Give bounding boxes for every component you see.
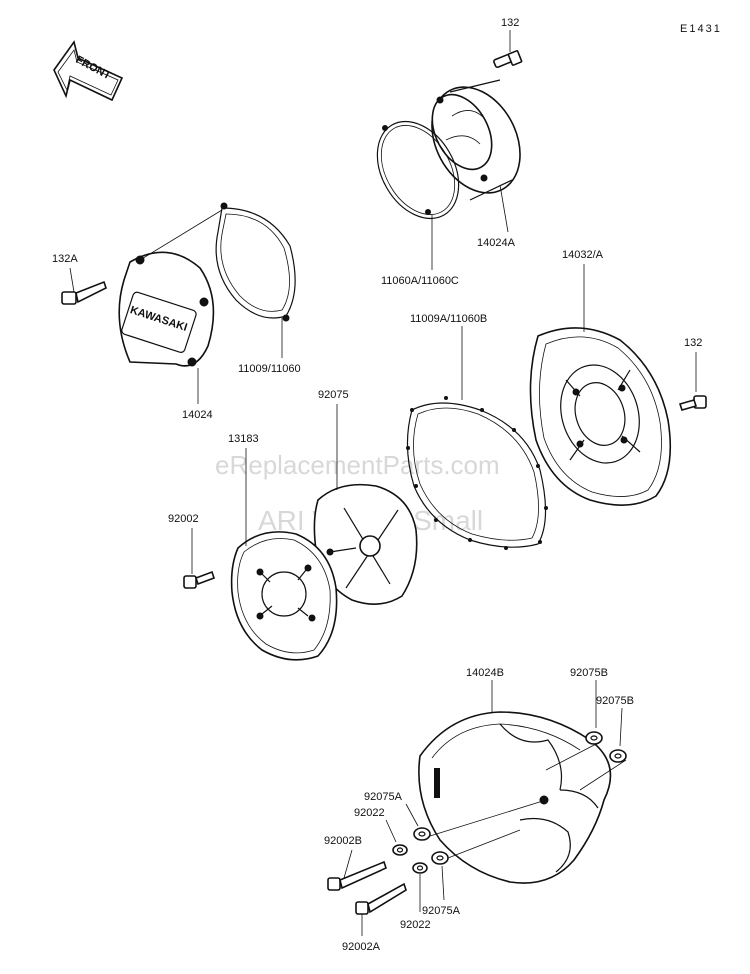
label-132-top: 132	[501, 17, 519, 29]
label-92075a-1: 92075A	[364, 791, 403, 803]
bolt-132a	[61, 280, 107, 305]
bolt-92002a	[355, 882, 407, 915]
label-92022-1: 92022	[354, 807, 385, 819]
label-11009: 11009/11060	[238, 363, 301, 375]
label-132a: 132A	[52, 253, 78, 265]
label-13183: 13183	[228, 433, 259, 445]
cover-14024: KAWASAKI	[118, 251, 215, 367]
label-92002: 92002	[168, 513, 199, 525]
label-92075b-1: 92075B	[570, 667, 608, 679]
label-92002a: 92002A	[342, 941, 381, 953]
cover-14032	[529, 327, 672, 506]
label-14024b: 14024B	[466, 667, 504, 679]
washer-92075b-2	[609, 749, 627, 763]
washer-92022-1	[392, 844, 408, 856]
diagram-code: E1431	[680, 23, 722, 35]
washer-92022-2	[412, 862, 428, 874]
label-92075b-2: 92075B	[596, 695, 634, 707]
cover-14024b	[418, 711, 612, 884]
plate-13183	[230, 531, 338, 661]
label-11009a: 11009A/11060B	[410, 313, 487, 325]
bolt-92002b	[327, 860, 387, 891]
label-132-right: 132	[684, 337, 702, 349]
cover-14024a	[431, 79, 521, 201]
label-92002b: 92002B	[324, 835, 362, 847]
bolt-92002	[183, 570, 216, 589]
washer-92075a-1	[413, 827, 431, 841]
label-14032: 14032/A	[562, 249, 604, 261]
label-92075a-2: 92075A	[422, 905, 461, 917]
label-92075: 92075	[318, 389, 349, 401]
watermark-site: eReplacementParts.com	[215, 450, 500, 480]
gasket-11060a	[376, 120, 460, 220]
gasket-11009	[215, 202, 296, 322]
label-14024: 14024	[182, 409, 213, 421]
washer-92075a-2	[431, 851, 449, 865]
bolt-132-top	[493, 50, 523, 69]
alignment-lines	[429, 741, 627, 859]
gasket-11009a	[406, 396, 548, 550]
label-14024a: 14024A	[477, 237, 516, 249]
label-92022-2: 92022	[400, 919, 431, 931]
washer-92075b-1	[585, 731, 603, 745]
front-arrow-icon: FRONT	[53, 40, 124, 102]
label-11060a: 11060A/11060C	[381, 275, 459, 287]
bolt-132-right	[678, 395, 707, 411]
